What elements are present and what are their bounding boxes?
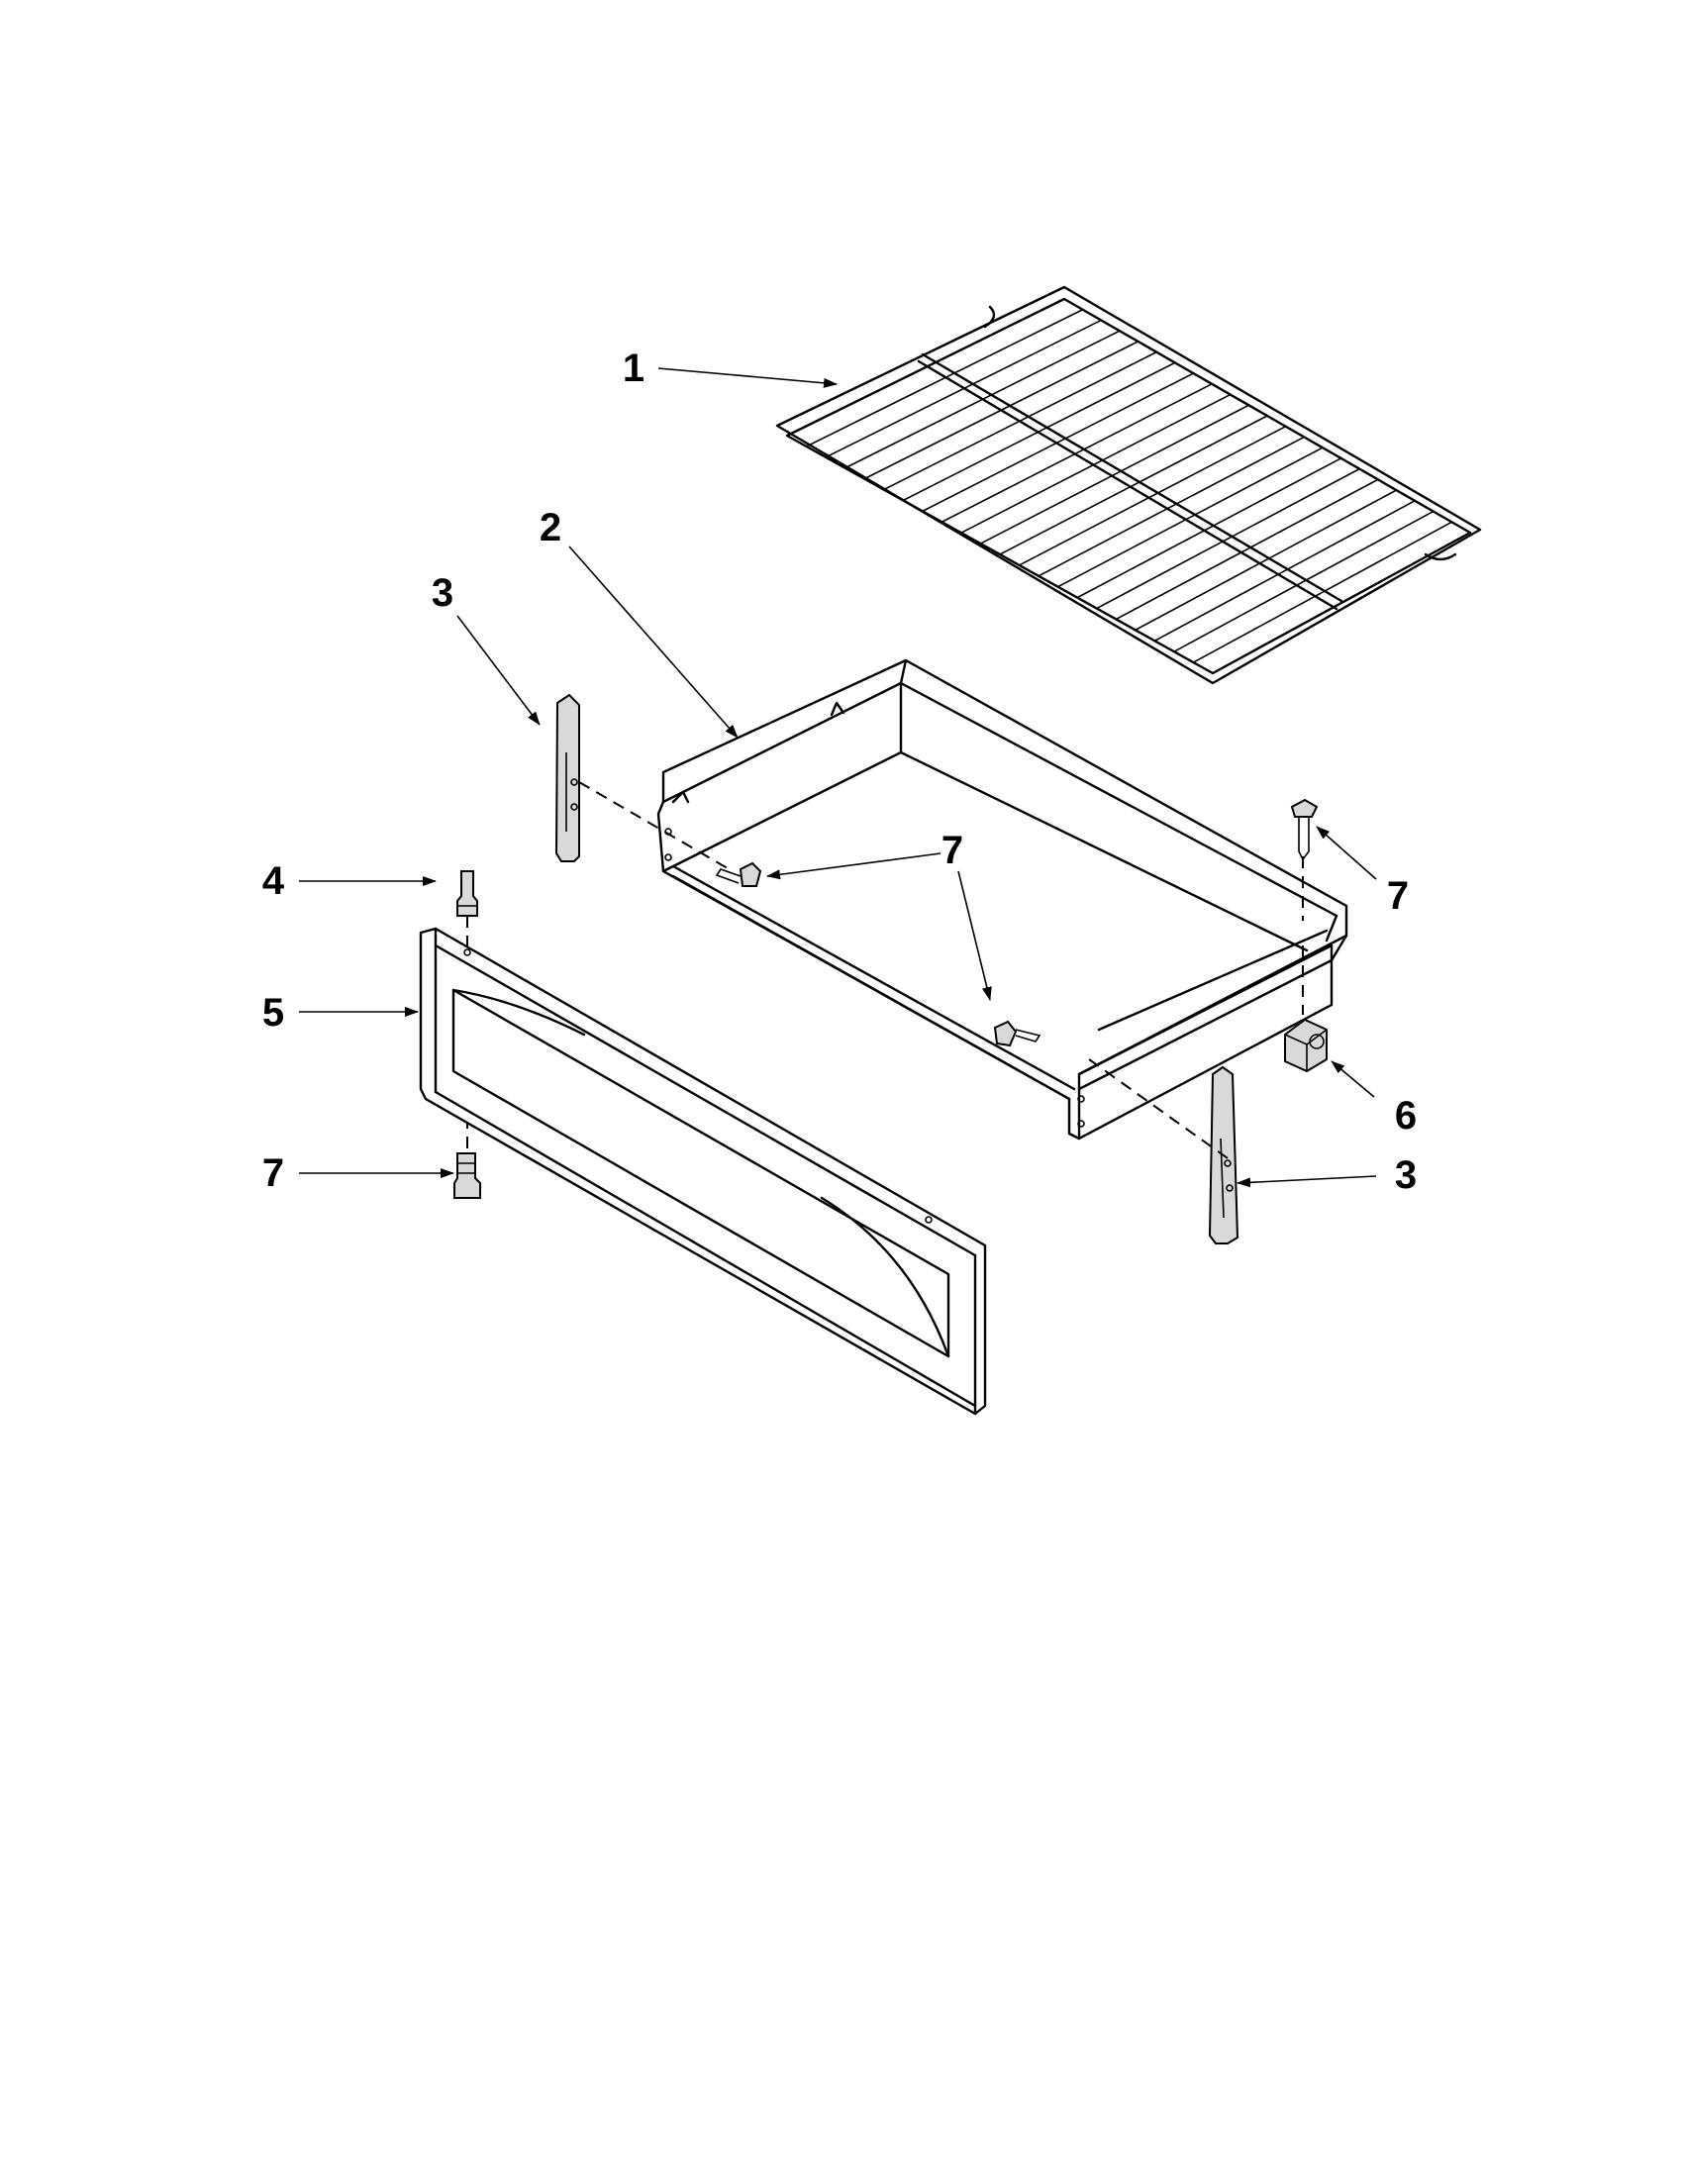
screw-drawer-right [993, 1020, 1041, 1047]
callout-3-right: 3 [1395, 1153, 1417, 1197]
rack-wire [941, 383, 1213, 523]
callout-7-bottom: 7 [262, 1151, 284, 1195]
callout-7-drawer: 7 [941, 829, 963, 872]
rack-wire [960, 393, 1232, 534]
screw-drawer-left [715, 861, 762, 887]
callout-1: 1 [623, 347, 644, 390]
callout-3-left: 3 [432, 571, 453, 615]
callout-6: 6 [1395, 1094, 1417, 1138]
rack-wire [1115, 478, 1379, 621]
screw-top-right [1290, 798, 1319, 861]
stud [456, 870, 478, 917]
callout-7-top-right: 7 [1387, 874, 1409, 918]
drawer-bracket [1284, 1018, 1328, 1073]
rack-wire [922, 372, 1194, 513]
rack-wire [1019, 426, 1287, 566]
rack-wire [980, 404, 1249, 545]
rack-wire [1038, 436, 1305, 577]
callout-4: 4 [262, 859, 285, 903]
rack-wire [1193, 521, 1452, 663]
rack-wire [999, 415, 1268, 555]
rack-wire [1096, 467, 1360, 610]
drawer-slide-left [554, 693, 580, 862]
drawer-front-panel [419, 927, 987, 1416]
rack-wire [1135, 489, 1397, 632]
rack-wire [1057, 447, 1324, 588]
callout-2: 2 [540, 506, 561, 549]
oven-rack [775, 285, 1482, 685]
callout-5: 5 [262, 991, 284, 1035]
rack-wire [1076, 457, 1341, 599]
drawer-body [656, 658, 1348, 1141]
rack-wire [1153, 500, 1416, 642]
rack-wire [1173, 510, 1435, 652]
screw-panel-bottom [453, 1152, 481, 1199]
